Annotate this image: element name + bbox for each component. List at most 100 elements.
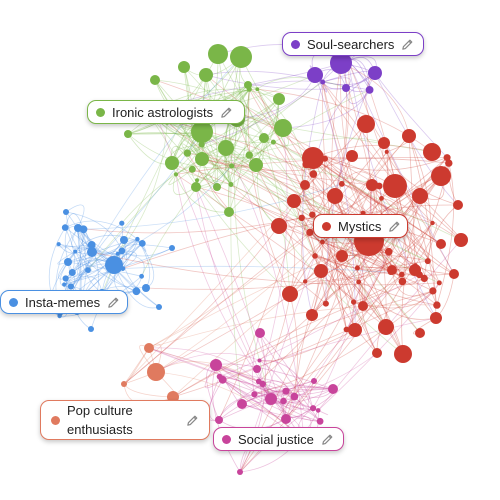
- graph-node-mystics[interactable]: [453, 200, 463, 210]
- graph-node-astro[interactable]: [228, 182, 234, 187]
- graph-node-insta[interactable]: [87, 247, 97, 257]
- pencil-icon[interactable]: [388, 220, 401, 233]
- graph-node-mystics[interactable]: [338, 181, 345, 187]
- graph-node-social[interactable]: [316, 417, 324, 425]
- graph-node-astro[interactable]: [229, 163, 235, 169]
- graph-node-social[interactable]: [257, 358, 262, 363]
- graph-node-insta[interactable]: [135, 236, 140, 242]
- graph-node-insta[interactable]: [138, 240, 146, 247]
- graph-node-astro[interactable]: [270, 139, 276, 145]
- graph-node-mystics[interactable]: [322, 300, 329, 307]
- graph-node-social[interactable]: [253, 365, 261, 373]
- graph-node-social[interactable]: [237, 399, 247, 409]
- community-label-insta-memes[interactable]: Insta-memes: [0, 290, 128, 314]
- graph-node-mystics[interactable]: [378, 137, 390, 149]
- graph-node-social[interactable]: [280, 397, 287, 405]
- graph-node-mystics[interactable]: [394, 345, 412, 363]
- graph-node-social[interactable]: [315, 408, 321, 413]
- graph-node-social[interactable]: [210, 359, 222, 371]
- graph-node-mystics[interactable]: [436, 280, 442, 286]
- graph-node-soul[interactable]: [330, 52, 352, 74]
- graph-node-insta[interactable]: [142, 284, 150, 292]
- community-label-soul-searchers[interactable]: Soul-searchers: [282, 32, 424, 56]
- graph-node-social[interactable]: [265, 393, 277, 405]
- graph-node-pop[interactable]: [144, 343, 154, 353]
- graph-node-insta[interactable]: [87, 241, 96, 249]
- graph-node-mystics[interactable]: [412, 188, 428, 204]
- graph-node-social[interactable]: [290, 392, 299, 401]
- graph-node-astro[interactable]: [191, 121, 213, 143]
- pencil-icon[interactable]: [186, 414, 199, 427]
- graph-node-mystics[interactable]: [306, 228, 314, 236]
- graph-node-insta[interactable]: [62, 282, 67, 287]
- graph-node-mystics[interactable]: [309, 170, 318, 178]
- graph-node-mystics[interactable]: [431, 166, 451, 186]
- graph-node-insta[interactable]: [88, 326, 94, 332]
- graph-node-astro[interactable]: [195, 178, 199, 183]
- graph-node-social[interactable]: [310, 405, 317, 412]
- graph-node-mystics[interactable]: [309, 211, 316, 218]
- community-label-pop-culture-enthusiasts[interactable]: Pop culture enthusiasts: [40, 400, 210, 440]
- graph-node-astro[interactable]: [124, 130, 132, 138]
- graph-node-astro[interactable]: [199, 68, 213, 82]
- graph-node-astro[interactable]: [165, 156, 179, 170]
- graph-node-mystics[interactable]: [433, 301, 441, 309]
- graph-node-soul[interactable]: [342, 84, 350, 92]
- graph-node-social[interactable]: [215, 416, 223, 424]
- graph-node-mystics[interactable]: [436, 239, 446, 249]
- graph-node-social[interactable]: [259, 380, 266, 388]
- graph-node-insta[interactable]: [118, 247, 126, 255]
- graph-node-astro[interactable]: [255, 87, 260, 92]
- graph-node-soul[interactable]: [365, 86, 374, 94]
- graph-node-mystics[interactable]: [445, 159, 453, 167]
- graph-node-astro[interactable]: [249, 158, 263, 172]
- graph-node-mystics[interactable]: [430, 312, 442, 324]
- graph-node-mystics[interactable]: [399, 271, 405, 278]
- graph-node-insta[interactable]: [56, 242, 61, 247]
- graph-node-mystics[interactable]: [443, 154, 451, 162]
- graph-node-astro[interactable]: [195, 152, 209, 166]
- graph-node-mystics[interactable]: [346, 150, 358, 162]
- graph-node-insta[interactable]: [139, 273, 145, 279]
- community-label-ironic-astrologists[interactable]: Ironic astrologists: [87, 100, 245, 124]
- graph-node-astro[interactable]: [178, 61, 190, 73]
- graph-node-insta[interactable]: [105, 256, 123, 274]
- graph-node-soul[interactable]: [368, 66, 382, 80]
- graph-node-astro[interactable]: [213, 183, 221, 191]
- graph-node-mystics[interactable]: [454, 233, 468, 247]
- graph-node-mystics[interactable]: [271, 218, 287, 234]
- graph-node-astro[interactable]: [259, 133, 269, 143]
- pencil-icon[interactable]: [107, 296, 120, 309]
- graph-node-mystics[interactable]: [302, 147, 324, 169]
- graph-node-mystics[interactable]: [379, 196, 384, 201]
- graph-node-insta[interactable]: [74, 224, 82, 232]
- graph-node-mystics[interactable]: [449, 269, 459, 279]
- graph-node-astro[interactable]: [273, 93, 285, 105]
- pencil-icon[interactable]: [321, 433, 334, 446]
- graph-node-mystics[interactable]: [300, 180, 310, 190]
- graph-node-mystics[interactable]: [415, 328, 425, 338]
- graph-node-astro[interactable]: [230, 46, 252, 68]
- graph-node-social[interactable]: [282, 387, 290, 395]
- graph-node-mystics[interactable]: [378, 319, 394, 335]
- graph-node-insta[interactable]: [119, 220, 125, 226]
- graph-node-mystics[interactable]: [383, 174, 407, 198]
- graph-node-mystics[interactable]: [312, 253, 318, 259]
- pencil-icon[interactable]: [220, 106, 233, 119]
- graph-node-mystics[interactable]: [348, 323, 362, 337]
- graph-node-mystics[interactable]: [306, 309, 318, 321]
- graph-node-mystics[interactable]: [282, 286, 298, 302]
- graph-node-insta[interactable]: [73, 249, 78, 254]
- graph-node-astro[interactable]: [218, 140, 234, 156]
- graph-node-mystics[interactable]: [320, 239, 325, 245]
- graph-node-mystics[interactable]: [343, 326, 350, 333]
- graph-node-mystics[interactable]: [358, 301, 368, 311]
- graph-node-mystics[interactable]: [287, 194, 301, 208]
- graph-node-astro[interactable]: [245, 151, 253, 159]
- graph-node-mystics[interactable]: [387, 265, 397, 275]
- graph-node-insta[interactable]: [169, 245, 175, 251]
- graph-node-social[interactable]: [328, 384, 338, 394]
- graph-node-pop[interactable]: [121, 381, 127, 387]
- graph-node-soul[interactable]: [307, 67, 323, 83]
